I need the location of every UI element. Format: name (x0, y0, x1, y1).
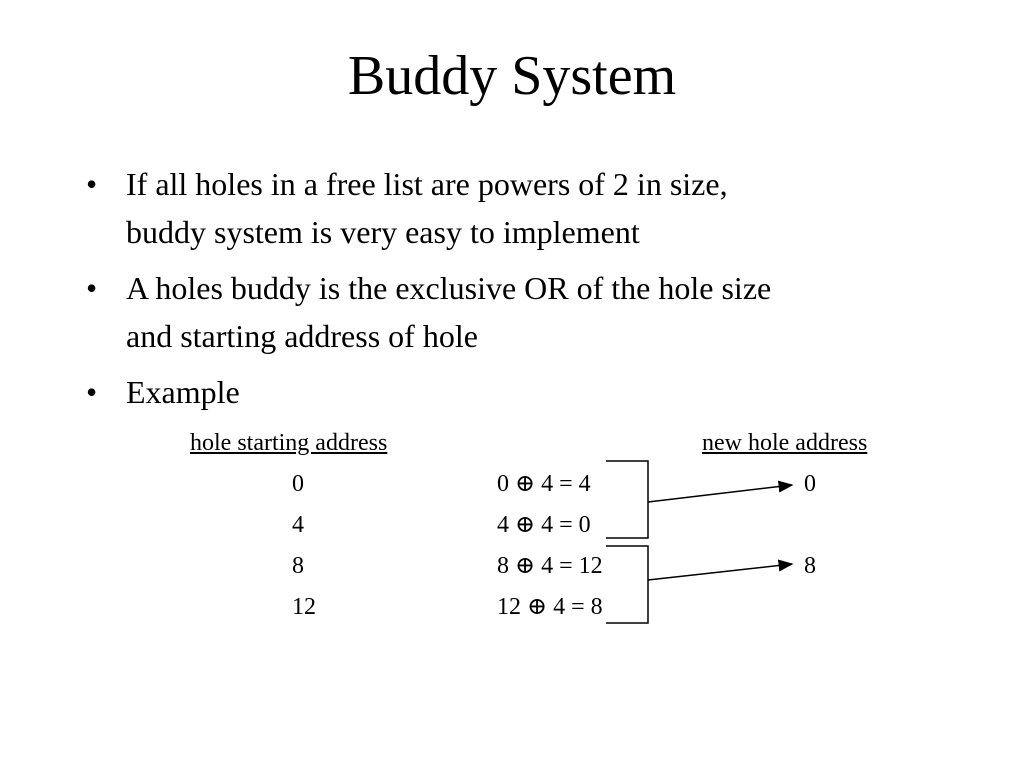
bullet-text-line: buddy system is very easy to implement (126, 214, 640, 250)
start-address-cell: 8 (292, 553, 304, 579)
header-hole-starting-address: hole starting address (190, 430, 388, 456)
start-address-cell: 12 (292, 594, 316, 620)
arrow-icon (647, 480, 794, 503)
bullet-text-line: If all holes in a free list are powers o… (126, 166, 728, 202)
bullet-item: • Example (84, 368, 964, 416)
xor-expression-cell: 8 ⊕ 4 = 12 (497, 553, 603, 579)
xor-expression-cell: 4 ⊕ 4 = 0 (497, 512, 591, 538)
start-address-cell: 4 (292, 512, 304, 538)
xor-expression-cell: 12 ⊕ 4 = 8 (497, 594, 603, 620)
bullet-dot-icon: • (86, 270, 98, 306)
bullet-list: • If all holes in a free list are powers… (84, 160, 964, 424)
new-address-cell: 0 (804, 471, 816, 497)
bullet-dot-icon: • (86, 374, 98, 410)
bullet-text-line: and starting address of hole (126, 318, 478, 354)
bracket-pair-0-4 (606, 460, 649, 539)
xor-expression-cell: 0 ⊕ 4 = 4 (497, 471, 591, 497)
bullet-text-line: A holes buddy is the exclusive OR of the… (126, 270, 772, 306)
bullet-dot-icon: • (86, 166, 98, 202)
arrow-icon (647, 559, 794, 581)
start-address-cell: 0 (292, 471, 304, 497)
slide-title: Buddy System (347, 45, 677, 107)
bullet-item: • A holes buddy is the exclusive OR of t… (84, 264, 964, 360)
bracket-pair-8-12 (606, 545, 649, 624)
new-address-cell: 8 (804, 553, 816, 579)
bullet-text-line: Example (126, 374, 240, 410)
bullet-item: • If all holes in a free list are powers… (84, 160, 964, 256)
header-new-hole-address: new hole address (702, 430, 868, 456)
